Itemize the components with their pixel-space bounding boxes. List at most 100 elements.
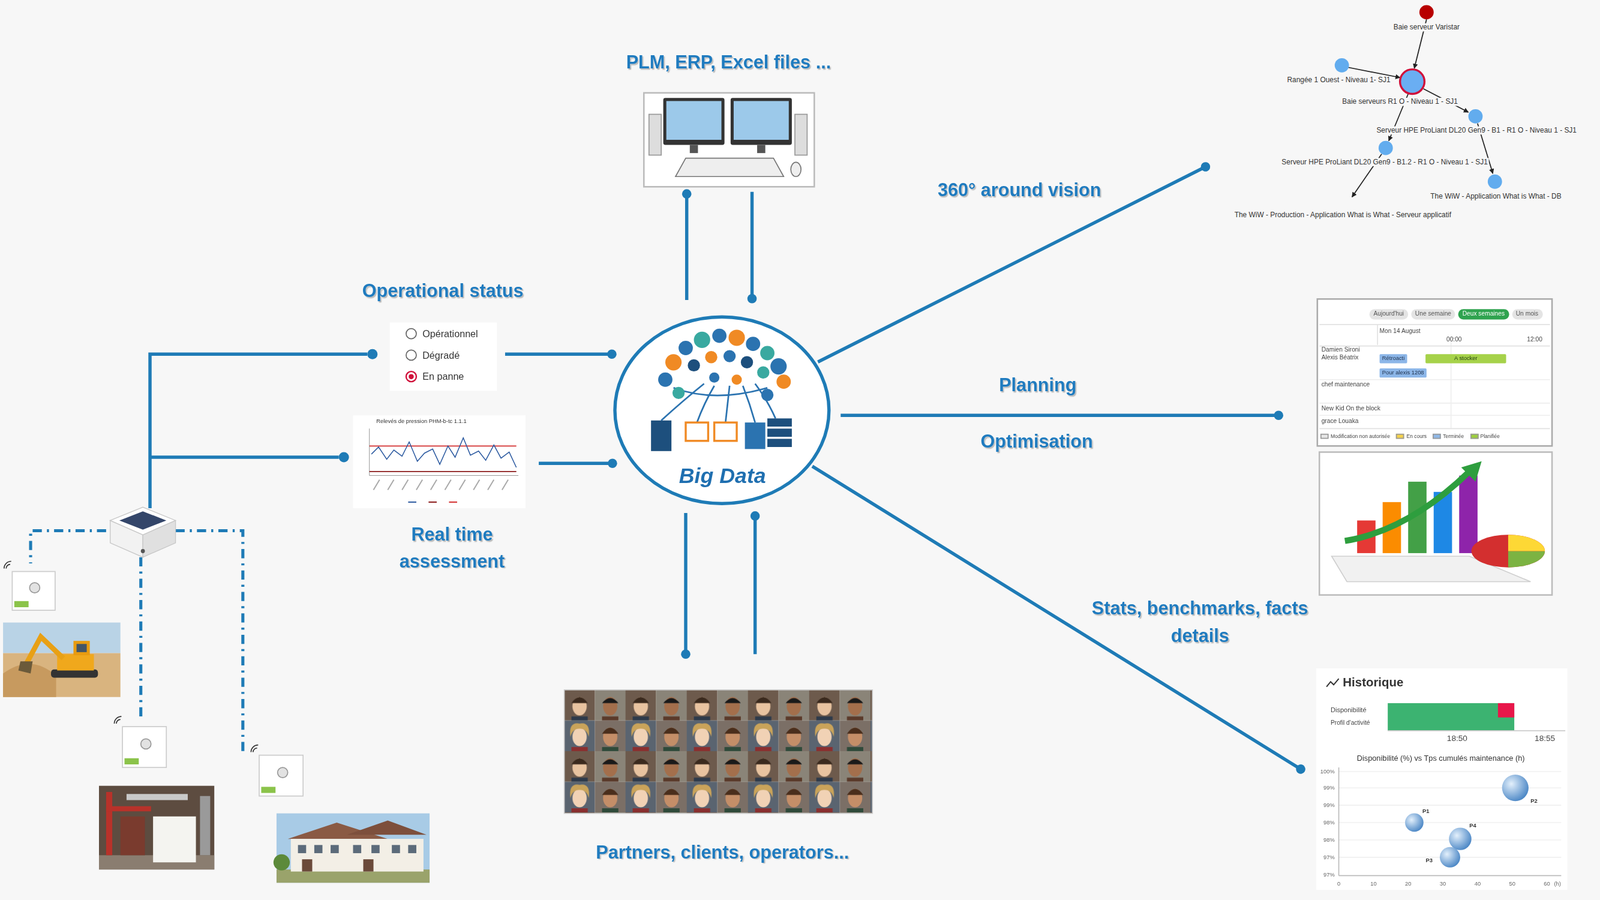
node-text: Aujourd'hui — [1373, 310, 1404, 318]
boiler-room-photo — [98, 785, 215, 870]
planning-panel — [1376, 324, 1379, 345]
caption-label: Optimisation — [980, 431, 1094, 453]
stats-panel: HistoriqueDisponibilitéProfil d'activité… — [1316, 668, 1568, 890]
houses-photo — [330, 844, 339, 854]
tab-pill: Deux semaines — [1458, 308, 1509, 320]
connector-line — [685, 193, 689, 300]
graph-node — [1468, 109, 1484, 124]
stats-panel — [1498, 703, 1515, 718]
sensor-device — [259, 755, 303, 797]
computer-picture — [733, 100, 789, 140]
big-data-illustration — [731, 374, 743, 385]
task-bar: Pour alexis 1208 — [1379, 368, 1427, 378]
pressure-chart — [430, 479, 437, 490]
people-photo — [564, 689, 873, 814]
node-text: 97% — [1323, 853, 1335, 861]
pressure-chart — [416, 479, 423, 490]
legend-swatch — [1432, 433, 1442, 439]
task-bar: A stocker — [1425, 353, 1506, 363]
excavator-photo — [18, 661, 33, 674]
excavator-photo — [76, 643, 87, 653]
stats-panel — [1339, 821, 1562, 823]
node-text: 98% — [1323, 818, 1335, 826]
picture-panel: PLM, ERP, Excel files ... — [643, 92, 815, 187]
big-data-illustration — [745, 422, 766, 449]
sensor-device — [14, 601, 29, 608]
node-text: Une semaine — [1415, 310, 1452, 318]
node-text: Alexis Béatrix — [1321, 354, 1359, 362]
node-text: Pour alexis 1208 — [1382, 369, 1425, 377]
houses-photo — [346, 820, 427, 836]
node-text: Mon 14 August — [1379, 328, 1421, 336]
node-text: 99% — [1323, 801, 1335, 809]
node-text: 40 — [1474, 880, 1481, 887]
radio-panel — [406, 328, 417, 339]
pressure-chart — [353, 415, 526, 509]
node-text: Opérationnel — [422, 328, 479, 340]
panel-heading: Operational status — [362, 280, 524, 303]
legend-text: Modification non autorisée — [1330, 432, 1391, 439]
connector-line — [750, 191, 754, 299]
task-bar: Rétroacti — [1379, 353, 1408, 363]
node-text: (h) — [1553, 880, 1561, 887]
node-text: En panne — [422, 370, 464, 383]
planning-panel — [1319, 402, 1550, 404]
computer-picture — [730, 97, 792, 145]
big-data-illustration — [685, 422, 708, 441]
boiler-room-photo — [98, 785, 215, 870]
node-text: Dégradé — [422, 349, 460, 361]
node-text: The WiW - Production - Application What … — [1233, 211, 1453, 220]
big-data-illustration — [725, 385, 730, 423]
connector-line — [683, 512, 687, 654]
computer-picture — [649, 113, 662, 155]
sensor-device — [260, 786, 276, 793]
planning-panel — [1319, 345, 1550, 347]
legend-text: En cours — [1406, 432, 1427, 439]
connector-line — [840, 413, 1279, 417]
node-text: chef maintenance — [1321, 380, 1371, 389]
planning-panel: Aujourd'huiUne semaineDeux semainesUn mo… — [1317, 298, 1553, 446]
node-text: 00:00 — [1446, 335, 1463, 344]
big-data-illustration — [760, 346, 775, 361]
node-text: 100% — [1320, 767, 1335, 775]
sensor-device — [277, 767, 288, 778]
chart-picture — [1508, 550, 1545, 567]
gateway-device — [110, 506, 176, 535]
stats-panel — [1316, 668, 1568, 890]
node-text: Disponibilité (%) vs Tps cumulés mainten… — [1357, 753, 1526, 763]
excavator-photo — [26, 636, 63, 663]
stats-panel — [1339, 804, 1562, 806]
panel-heading: Real time assessment — [375, 521, 529, 575]
computer-picture — [794, 113, 807, 155]
stats-panel — [1448, 827, 1472, 850]
tab-pill: Une semaine — [1411, 308, 1456, 320]
pressure-chart — [502, 479, 509, 490]
radio-panel — [389, 322, 498, 391]
pressure-chart — [401, 479, 408, 490]
planning-panel — [1317, 298, 1553, 446]
big-data-illustration — [687, 359, 700, 372]
chart-picture — [1461, 461, 1482, 482]
graph-panel: Baie serveur VaristarRangée 1 Ouest - Ni… — [1209, 4, 1590, 225]
gateway-device — [119, 511, 167, 530]
houses-photo — [353, 844, 362, 854]
boiler-room-photo — [152, 816, 196, 863]
big-data-illustration — [714, 422, 737, 441]
big-data-illustration — [709, 372, 720, 383]
dependency-graph — [1348, 19, 1494, 197]
gateway-device — [110, 506, 176, 557]
stats-panel — [1502, 774, 1529, 801]
node-text: P3 — [1426, 856, 1433, 864]
status-panel: Operational statusOpérationnelDégradéEn … — [389, 322, 498, 391]
big-data-illustration — [665, 353, 682, 371]
edge-label: 360° around vision — [937, 179, 1102, 202]
excavator-photo — [2, 622, 121, 698]
computer-picture — [643, 92, 815, 187]
big-data-illustration — [740, 356, 753, 369]
big-data-illustration — [712, 328, 727, 344]
big-data-illustration — [678, 340, 693, 356]
big-data-illustration — [757, 366, 770, 379]
